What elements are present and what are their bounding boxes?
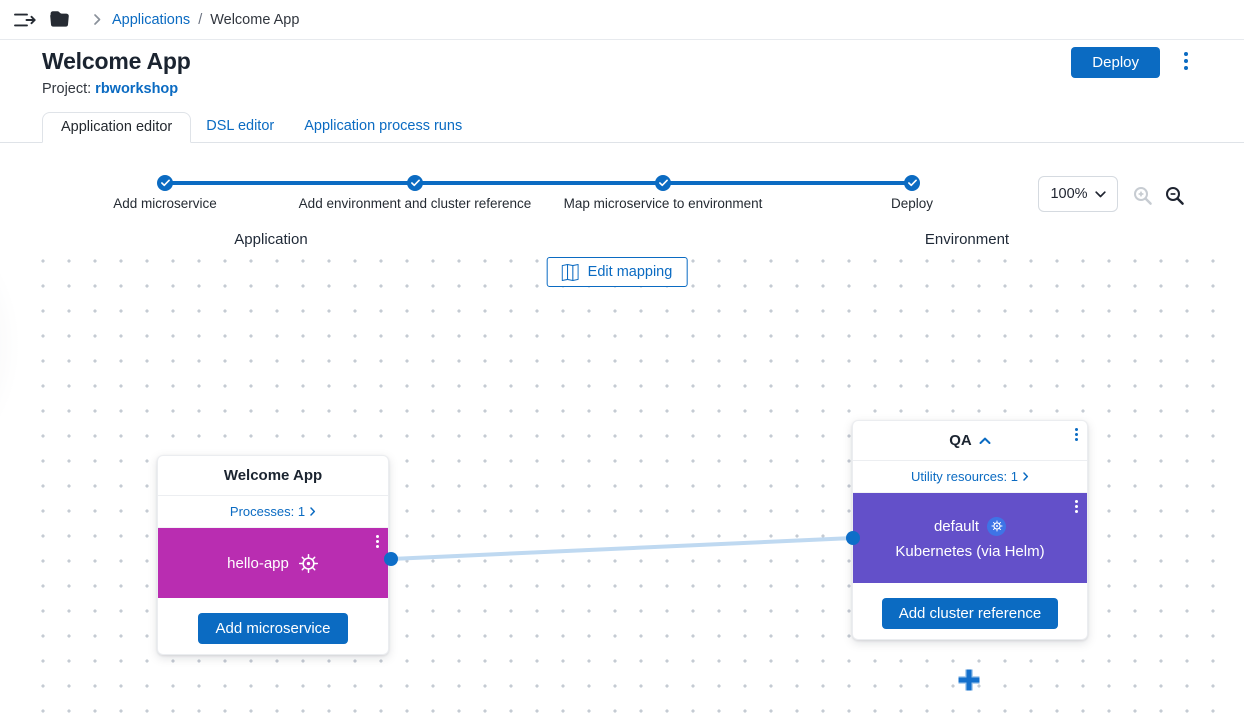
microservice-block[interactable]: hello-app [158, 528, 388, 598]
environment-kebab-menu-icon[interactable] [1075, 428, 1078, 441]
step-check-icon [904, 175, 920, 191]
environment-card: QA Utility resources: 1 default [852, 420, 1088, 640]
processes-link-label: Processes: 1 [229, 504, 306, 519]
application-card-footer: Add microservice [158, 598, 388, 659]
environment-column-label: Environment [924, 231, 1010, 248]
project-line: Project:rbworkshop [42, 81, 178, 97]
page-title: Welcome App [42, 48, 191, 74]
stepper-progress-line [165, 181, 912, 185]
processes-link[interactable]: Processes: 1 [158, 496, 388, 528]
zoom-level-value: 100% [1050, 186, 1088, 202]
page-header: Welcome App Project:rbworkshop Deploy [0, 40, 1244, 112]
edit-mapping-label: Edit mapping [587, 264, 673, 280]
cluster-subtitle: Kubernetes (via Helm) [895, 542, 1045, 560]
breadcrumb-link-applications[interactable]: Applications [112, 11, 191, 28]
breadcrumb-current: Welcome App [210, 11, 300, 28]
tab-bar: Application editor DSL editor Applicatio… [0, 112, 1244, 143]
zoom-level-dropdown[interactable]: 100% [1038, 176, 1118, 212]
chevron-right-icon [1023, 472, 1029, 481]
step-check-icon [655, 175, 671, 191]
top-bar: Applications / Welcome App [0, 0, 1244, 40]
tab-application-editor[interactable]: Application editor [42, 112, 192, 143]
step-label-add-environment: Add environment and cluster reference [298, 196, 532, 211]
environment-card-footer: Add cluster reference [853, 583, 1087, 643]
step-label-deploy: Deploy [890, 196, 934, 211]
cluster-connector-handle[interactable] [846, 531, 860, 545]
edit-mapping-button[interactable]: Edit mapping [546, 257, 688, 287]
chevron-right-icon [93, 13, 102, 26]
add-environment-plus-icon[interactable] [955, 666, 983, 694]
add-cluster-reference-button[interactable]: Add cluster reference [881, 597, 1059, 629]
application-editor-canvas: Add microservice Add environment and clu… [0, 143, 1244, 726]
zoom-out-icon[interactable] [1164, 185, 1186, 207]
chevron-right-icon [310, 507, 316, 516]
deploy-button[interactable]: Deploy [1071, 47, 1160, 78]
folder-icon[interactable] [50, 10, 69, 29]
header-kebab-menu-icon[interactable] [1184, 52, 1188, 70]
environment-card-header: QA [853, 421, 1087, 461]
chevron-down-icon [1094, 190, 1106, 197]
utility-resources-link-label: Utility resources: 1 [911, 469, 1018, 484]
application-card-header: Welcome App [158, 456, 388, 496]
environment-card-title: QA [949, 432, 972, 449]
cluster-block[interactable]: default [853, 493, 1087, 583]
helm-icon [298, 553, 318, 573]
breadcrumb-separator: / [198, 11, 203, 28]
project-label: Project: [42, 81, 92, 97]
sidebar-expand-icon[interactable] [14, 12, 36, 28]
cluster-kebab-menu-icon[interactable] [1075, 500, 1078, 513]
step-check-icon [157, 175, 173, 191]
microservice-connector-handle[interactable] [384, 552, 398, 566]
chevron-up-icon[interactable] [979, 437, 991, 445]
add-microservice-button[interactable]: Add microservice [198, 613, 348, 644]
microservice-name: hello-app [227, 554, 289, 572]
step-label-map-microservice: Map microservice to environment [563, 196, 763, 211]
step-label-add-microservice: Add microservice [113, 196, 217, 211]
microservice-kebab-menu-icon[interactable] [376, 535, 379, 548]
application-column-label: Application [234, 231, 308, 248]
tab-dsl-editor[interactable]: DSL editor [191, 111, 289, 142]
cluster-name: default [933, 517, 980, 535]
tab-application-process-runs[interactable]: Application process runs [289, 111, 477, 142]
application-card-title: Welcome App [223, 467, 323, 484]
kubernetes-icon [987, 516, 1007, 536]
map-icon [561, 263, 579, 281]
application-card: Welcome App Processes: 1 hello-app [157, 455, 389, 655]
project-link[interactable]: rbworkshop [95, 81, 179, 97]
utility-resources-link[interactable]: Utility resources: 1 [853, 461, 1087, 493]
step-check-icon [407, 175, 423, 191]
zoom-in-icon[interactable] [1132, 185, 1154, 207]
